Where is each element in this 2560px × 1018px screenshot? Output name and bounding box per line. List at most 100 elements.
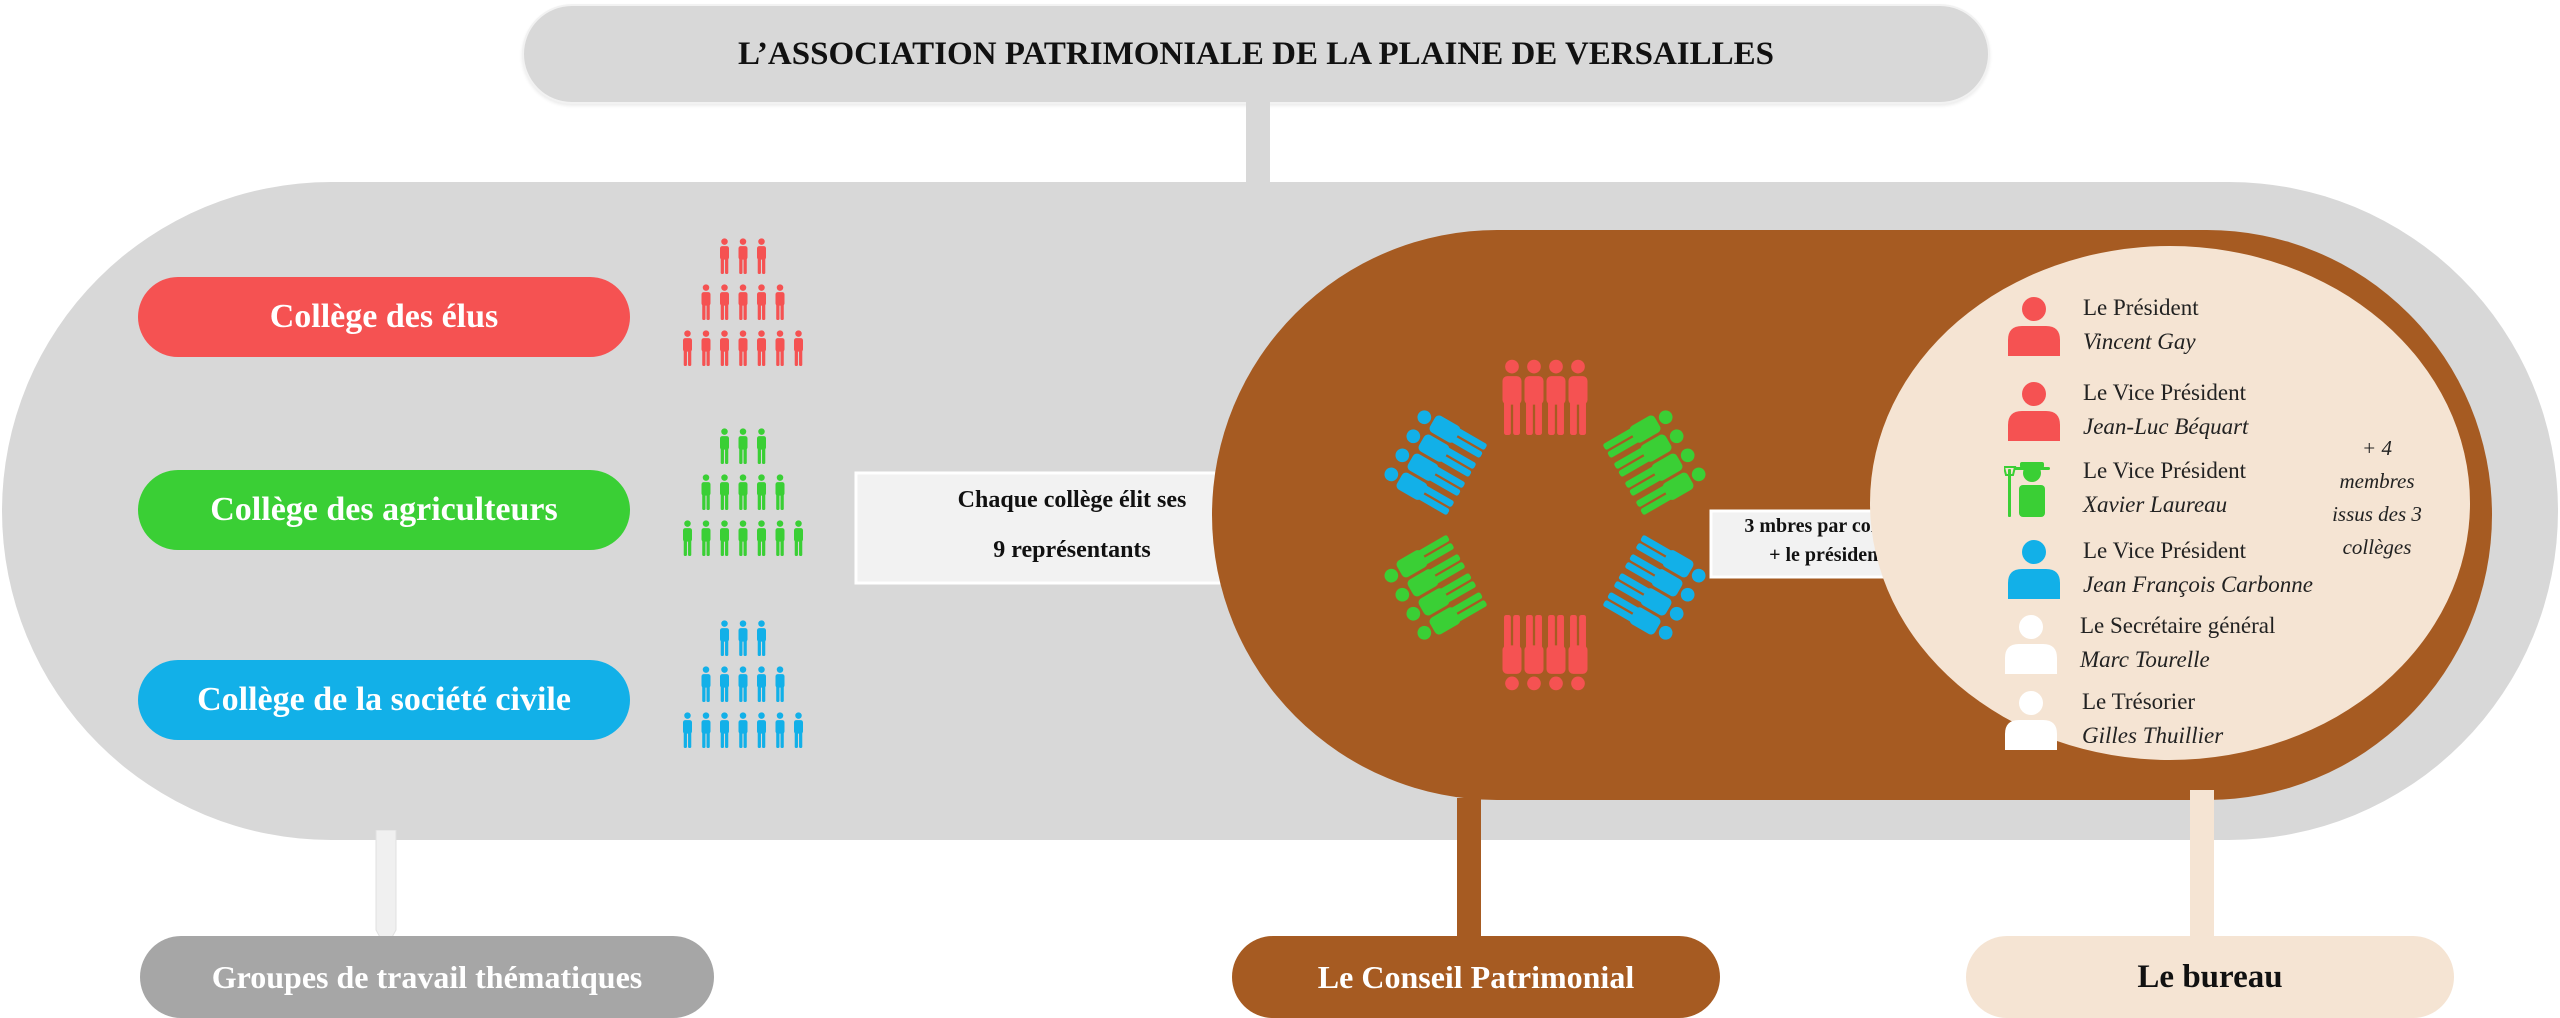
president-person-icon — [2008, 297, 2060, 356]
college-agriculteurs-pill: Collège des agriculteurs — [138, 470, 630, 550]
person-figure-icon — [1502, 615, 1522, 691]
person-figure-icon — [701, 330, 711, 366]
person-figure-icon — [1636, 467, 1706, 515]
person-figure-icon — [1603, 592, 1673, 640]
person-figure-icon — [720, 238, 729, 274]
member-role: Le Vice Président — [2083, 538, 2246, 563]
person-figure-icon — [720, 666, 729, 702]
person-figure-icon — [757, 520, 766, 556]
person-figure-icon — [757, 620, 766, 656]
member-name: Marc Tourelle — [2080, 647, 2210, 672]
person-figure-icon — [738, 428, 748, 464]
person-figure-icon — [794, 330, 803, 366]
extra-note-line: collèges — [2342, 535, 2412, 559]
association-title: L’ASSOCIATION PATRIMONIALE DE LA PLAINE … — [522, 4, 1990, 104]
person-figure-icon — [701, 474, 711, 510]
person-figure-icon — [1625, 554, 1695, 602]
person-figure-icon — [738, 474, 748, 510]
person-figure-icon — [738, 520, 748, 556]
person-figure-icon — [701, 284, 711, 320]
person-figure-icon — [794, 712, 803, 748]
person-figure-icon — [757, 474, 766, 510]
person-figure-icon — [720, 474, 729, 510]
person-figure-icon — [1524, 615, 1544, 691]
person-figure-icon — [1614, 429, 1684, 477]
title-connector — [1246, 102, 1270, 184]
person-figure-icon — [1417, 592, 1487, 640]
person-figure-icon — [1625, 448, 1695, 496]
person-figure-icon — [1636, 535, 1706, 583]
person-figure-icon — [720, 284, 729, 320]
person-figure-icon — [1524, 359, 1544, 435]
groupes-travail-pill: Groupes de travail thématiques — [140, 936, 714, 1018]
member-role: Le Trésorier — [2082, 689, 2196, 714]
person-figure-icon — [775, 284, 785, 320]
vice-president-person-icon — [2008, 382, 2060, 441]
member-name: Jean-Luc Béquart — [2083, 414, 2249, 439]
person-figure-icon — [1417, 410, 1487, 458]
person-figure-icon — [738, 330, 748, 366]
treasurer-person-icon — [2005, 691, 2057, 750]
person-figure-icon — [701, 666, 711, 702]
person-figure-icon — [701, 520, 711, 556]
person-figure-icon — [1546, 615, 1566, 691]
person-figure-icon — [1546, 359, 1566, 435]
person-figure-icon — [683, 330, 692, 366]
bureau-connector — [2190, 790, 2214, 938]
extra-note-line: issus des 3 — [2332, 502, 2422, 526]
person-figure-icon — [757, 238, 766, 274]
conseil-patrimonial-pill: Le Conseil Patrimonial — [1232, 936, 1720, 1018]
person-figure-icon — [683, 712, 692, 748]
person-figure-icon — [720, 428, 729, 464]
college-elus-pill: Collège des élus — [138, 277, 630, 357]
member-name: Jean François Carbonne — [2083, 572, 2313, 597]
person-figure-icon — [757, 428, 766, 464]
person-figure-icon — [720, 520, 729, 556]
person-figure-icon — [1395, 554, 1465, 602]
member-name: Gilles Thuillier — [2082, 723, 2224, 748]
election-arrow-line2: 9 représentants — [993, 537, 1151, 563]
person-figure-icon — [738, 666, 748, 702]
crowd-agriculteurs-icon — [683, 428, 803, 556]
person-figure-icon — [720, 330, 729, 366]
person-figure-icon — [1395, 448, 1465, 496]
person-figure-icon — [738, 712, 748, 748]
member-role: Le Président — [2083, 295, 2199, 320]
person-figure-icon — [720, 712, 729, 748]
person-figure-icon — [1406, 429, 1476, 477]
secretary-person-icon — [2005, 615, 2057, 674]
person-figure-icon — [1384, 535, 1454, 583]
person-figure-icon — [757, 330, 766, 366]
person-figure-icon — [757, 666, 766, 702]
member-name: Vincent Gay — [2083, 329, 2196, 354]
person-figure-icon — [738, 620, 748, 656]
person-figure-icon — [1384, 467, 1454, 515]
election-arrow-line1: Chaque collège élit ses — [957, 487, 1187, 513]
member-role: Le Vice Président — [2083, 380, 2246, 405]
bureau-arrow-line2: + le président — [1769, 544, 1885, 566]
crowd-elus-icon — [683, 238, 803, 366]
person-figure-icon — [757, 284, 766, 320]
person-figure-icon — [794, 520, 803, 556]
bureau-circle — [1870, 246, 2470, 760]
groupes-connector-arrow — [375, 830, 397, 950]
extra-note-line: + 4 — [2362, 436, 2392, 460]
person-figure-icon — [738, 238, 748, 274]
person-figure-icon — [1502, 359, 1522, 435]
extra-members-note: + 4 membres issus des 3 collèges — [2326, 432, 2428, 564]
representatives-hexagon — [1384, 359, 1706, 691]
conseil-connector — [1457, 798, 1481, 938]
person-figure-icon — [775, 520, 785, 556]
bureau-arrow-line1: 3 mbres par collège — [1744, 515, 1910, 537]
member-name: Xavier Laureau — [2083, 492, 2228, 517]
person-figure-icon — [775, 474, 785, 510]
crowd-societe-civile-icon — [683, 620, 803, 748]
vice-president-person-icon — [2008, 540, 2060, 599]
member-role: Le Secrétaire général — [2080, 613, 2276, 638]
person-figure-icon — [757, 712, 766, 748]
bureau-pill: Le bureau — [1966, 936, 2454, 1018]
farmer-icon — [2004, 462, 2050, 517]
person-figure-icon — [775, 712, 785, 748]
person-figure-icon — [1406, 573, 1476, 621]
extra-note-line: membres — [2339, 469, 2415, 493]
